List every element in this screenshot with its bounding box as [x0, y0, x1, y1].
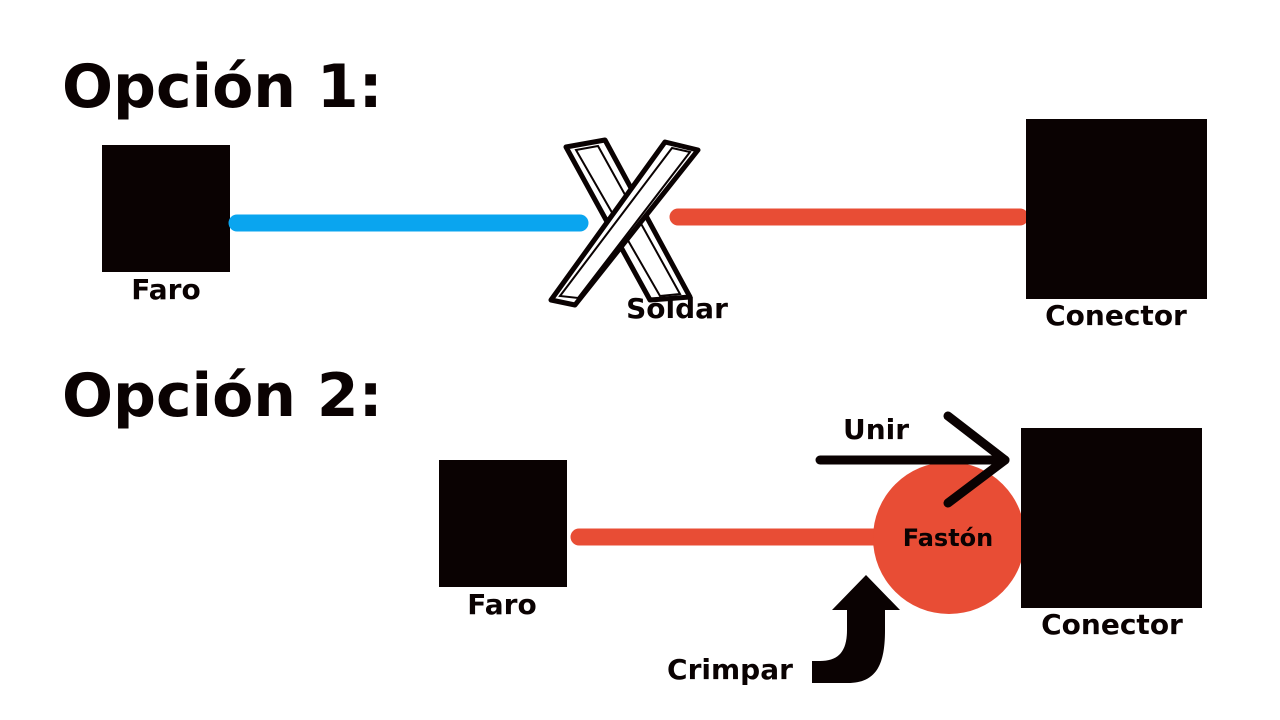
conector-label-2: Conector [1041, 608, 1183, 641]
option-2-heading: Opción 2: [62, 361, 383, 431]
crimpar-label: Crimpar [667, 653, 793, 686]
soldar-label: Soldar [626, 292, 728, 325]
conector-label-1: Conector [1045, 299, 1187, 332]
faro-box-2 [439, 460, 567, 587]
faston-terminal [873, 462, 1025, 614]
faro-label-1: Faro [131, 273, 200, 306]
arrow-right-icon [815, 411, 1010, 508]
unir-label: Unir [843, 413, 909, 446]
option-1-heading: Opción 1: [62, 52, 383, 122]
faston-label: Fastón [903, 524, 994, 552]
faro-box-1 [102, 145, 230, 272]
curved-arrow-up-icon [812, 575, 900, 683]
option-1-group: Opción 1: Faro Soldar Conector [62, 52, 1207, 332]
conector-box-1 [1026, 119, 1207, 299]
x-mark-icon [548, 137, 701, 308]
option-2-group: Opción 2: Faro Fastón Conector Unir Crim… [62, 361, 1202, 686]
conector-box-2 [1021, 428, 1202, 608]
faro-label-2: Faro [467, 588, 536, 621]
